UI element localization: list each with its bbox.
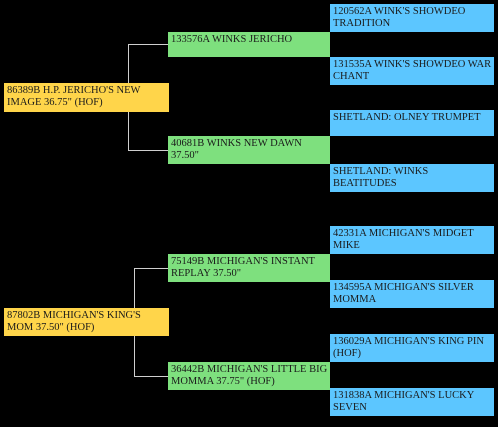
dam-box: 40681B WINKS NEW DAWN 37.50" xyxy=(168,136,330,164)
connector-line xyxy=(134,376,168,377)
subject-box: 87802B MICHIGAN'S KING'S MOM 37.50" (HOF… xyxy=(4,308,169,336)
connector-line xyxy=(128,150,168,151)
connector-line xyxy=(134,268,168,269)
dam-box: 36442B MICHIGAN'S LITTLE BIG MOMMA 37.75… xyxy=(168,362,330,390)
sire-box: 75149B MICHIGAN'S INSTANT REPLAY 37.50" xyxy=(168,254,330,282)
dam-sire-box: 136029A MICHIGAN'S KING PIN (HOF) xyxy=(330,334,494,362)
dam-sire-box: SHETLAND: OLNEY TRUMPET xyxy=(330,110,494,136)
sire-dam-box: 131535A WINK'S SHOWDEO WAR CHANT xyxy=(330,57,494,85)
dam-dam-box: SHETLAND: WINKS BEATITUDES xyxy=(330,164,494,192)
sire-sire-box: 42331A MICHIGAN'S MIDGET MIKE xyxy=(330,226,494,254)
connector-line xyxy=(128,44,168,45)
dam-dam-box: 131838A MICHIGAN'S LUCKY SEVEN xyxy=(330,388,494,416)
sire-box: 133576A WINKS JERICHO xyxy=(168,32,330,57)
sire-dam-box: 134595A MICHIGAN'S SILVER MOMMA xyxy=(330,280,494,308)
sire-sire-box: 120562A WINK'S SHOWDEO TRADITION xyxy=(330,4,494,32)
subject-box: 86389B H.P. JERICHO'S NEW IMAGE 36.75" (… xyxy=(4,83,169,112)
